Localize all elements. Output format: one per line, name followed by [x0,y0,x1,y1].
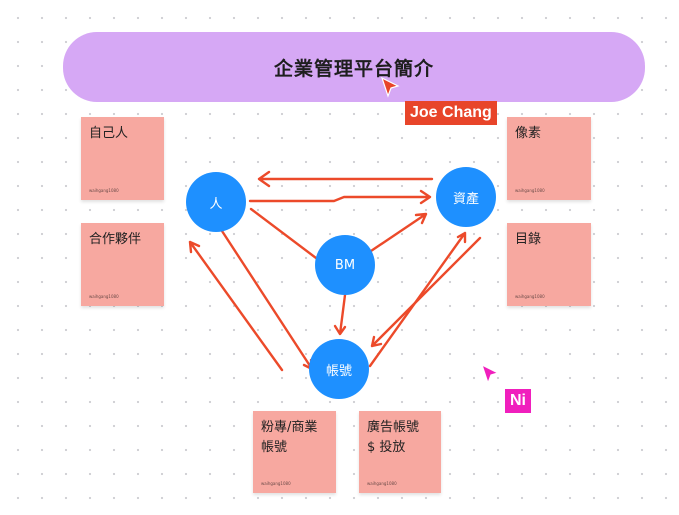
sticky-note-text: 粉專/商業 帳號 [261,420,318,455]
arrow-person-to-bm [249,207,322,263]
cursor-label-joe: Joe Chang [405,101,497,125]
sticky-note-text: 自己人 [89,126,129,141]
node-bm[interactable]: BM [315,235,375,295]
sticky-note-page[interactable]: 粉專/商業 帳號 waihgang1080 [253,411,336,493]
sticky-note-author: waihgang1080 [89,294,119,299]
sticky-note-text: 合作夥伴 [89,232,142,247]
arrow-person-to-asset [248,189,432,205]
sticky-note-author: waihgang1080 [515,188,545,193]
sticky-note-pixel[interactable]: 像素 waihgang1080 [507,117,591,200]
arrow-account-to-person [188,240,284,372]
title-banner[interactable]: 企業管理平台簡介 [63,32,645,102]
sticky-note-text: 目錄 [515,232,542,247]
node-account-label: 帳號 [325,363,352,379]
arrow-asset-to-person [257,170,434,188]
node-asset[interactable]: 資產 [436,167,496,227]
sticky-note-partner[interactable]: 合作夥伴 waihgang1080 [81,223,164,306]
sticky-note-ad[interactable]: 廣告帳號 $ 投放 waihgang1080 [359,411,441,493]
node-account[interactable]: 帳號 [309,339,369,399]
arrow-asset-to-account [370,236,482,348]
node-asset-label: 資產 [452,191,479,207]
node-person-label: 人 [209,196,223,212]
page-title: 企業管理平台簡介 [273,57,434,80]
cursor-arrow-icon [380,76,400,98]
node-bm-label: BM [334,257,356,273]
sticky-note-self[interactable]: 自己人 waihgang1080 [81,117,164,200]
arrow-bm-to-account [333,293,347,336]
cursor-label-ni: Ni [505,389,531,413]
sticky-note-text: 像素 [515,126,542,141]
sticky-note-author: waihgang1080 [515,294,545,299]
sticky-note-author: waihgang1080 [261,481,291,486]
cursor-arrow-icon [480,363,500,385]
sticky-note-author: waihgang1080 [367,481,397,486]
sticky-note-text: 廣告帳號 $ 投放 [367,420,420,455]
sticky-note-catalog[interactable]: 目錄 waihgang1080 [507,223,591,306]
arrow-bm-to-asset [366,212,428,255]
node-person[interactable]: 人 [186,172,246,232]
sticky-note-author: waihgang1080 [89,188,119,193]
